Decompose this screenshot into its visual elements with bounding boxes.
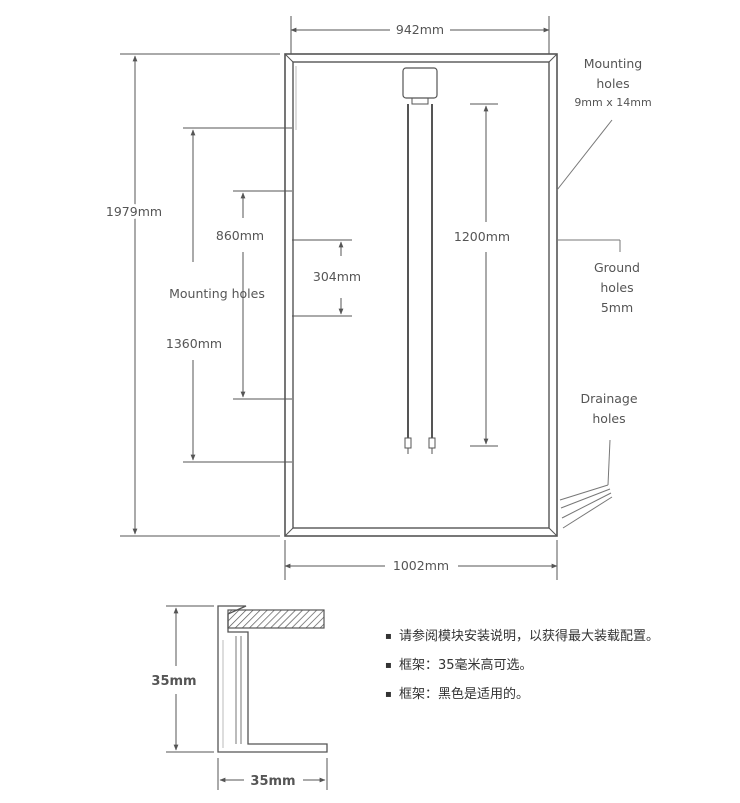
dim-304-label: 304mm (313, 269, 361, 284)
notes-list: 请参阅模块安装说明，以获得最大装载配置。 框架：35毫米高可选。 框架：黑色是适… (385, 628, 725, 715)
mounting-right-label-3: 9mm x 14mm (574, 96, 651, 109)
frame-height-dimension (166, 605, 214, 753)
dim-860-label: 860mm (216, 228, 264, 243)
height-dimension (120, 53, 280, 537)
mounting-860-dimension (233, 190, 292, 400)
right-callout-lines (556, 119, 621, 529)
frame-height-label: 35mm (151, 674, 196, 689)
note-item: 框架：35毫米高可选。 (385, 657, 725, 686)
mounting-1360-dimension (183, 127, 292, 463)
mounting-right-label-1: Mounting (584, 56, 643, 71)
mounting-left-label: Mounting holes (169, 286, 265, 301)
top-width-dimension (290, 16, 550, 54)
panel-outline (284, 53, 558, 537)
dim-304-dimension (292, 239, 352, 317)
width-bottom-label: 1002mm (393, 558, 449, 573)
drainage-label-1: Drainage (580, 391, 637, 406)
ground-label-2: holes (600, 280, 633, 295)
cable-label: 1200mm (454, 229, 510, 244)
cable-dimension (470, 103, 498, 447)
note-item: 请参阅模块安装说明，以获得最大装载配置。 (385, 628, 725, 657)
bottom-width-dimension (284, 540, 558, 580)
mounting-right-label-2: holes (596, 76, 629, 91)
dim-1360-label: 1360mm (166, 336, 222, 351)
width-top-label: 942mm (396, 22, 444, 37)
frame-width-dimension (217, 758, 328, 790)
height-label: 1979mm (106, 204, 162, 219)
frame-width-label: 35mm (250, 774, 295, 789)
ground-label-1: Ground (594, 260, 640, 275)
ground-label-3: 5mm (601, 300, 633, 315)
frame-profile (217, 605, 328, 753)
drainage-label-2: holes (592, 411, 625, 426)
junction-box-and-cables (402, 67, 438, 454)
note-item: 框架：黑色是适用的。 (385, 686, 725, 715)
